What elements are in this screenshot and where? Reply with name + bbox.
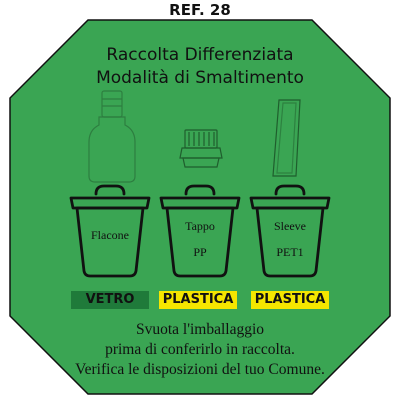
bin-1-label: Flacone [91,228,129,242]
bin-1 [69,184,151,278]
footer-line-1: Svuota l'imballaggio [135,321,265,338]
bin-3-label: Sleeve [274,219,306,233]
footer-line-2: prima di conferirlo in raccolta. [105,341,295,358]
bin-3-material: PET1 [276,245,304,259]
footer-line-3: Verifica le disposizioni del tuo Comune. [75,361,325,378]
tag-vetro: VETRO [85,292,135,307]
sleeve-tube-icon [272,99,301,177]
tag-plastica-2: PLASTICA [254,292,326,307]
bin-3 [249,184,331,278]
title-line-2: Modalità di Smaltimento [96,68,304,88]
glass-bottle-icon [88,90,136,183]
bin-2-label: Tappo [185,219,215,233]
reference-code: REF. 28 [169,1,231,19]
tag-bg-vetro [71,291,149,309]
tag-bg-plastica-2 [251,291,329,309]
disposal-instructions: Svuota l'imballaggio prima di conferirlo… [0,320,400,380]
bin-2-material: PP [193,245,207,259]
panel-title: Raccolta Differenziata Modalità di Smalt… [0,44,400,90]
title-line-1: Raccolta Differenziata [106,45,294,65]
tag-plastica-1: PLASTICA [162,292,234,307]
tag-bg-plastica-1 [159,291,237,309]
bin-2 [159,184,241,278]
bottle-cap-icon [179,129,223,168]
